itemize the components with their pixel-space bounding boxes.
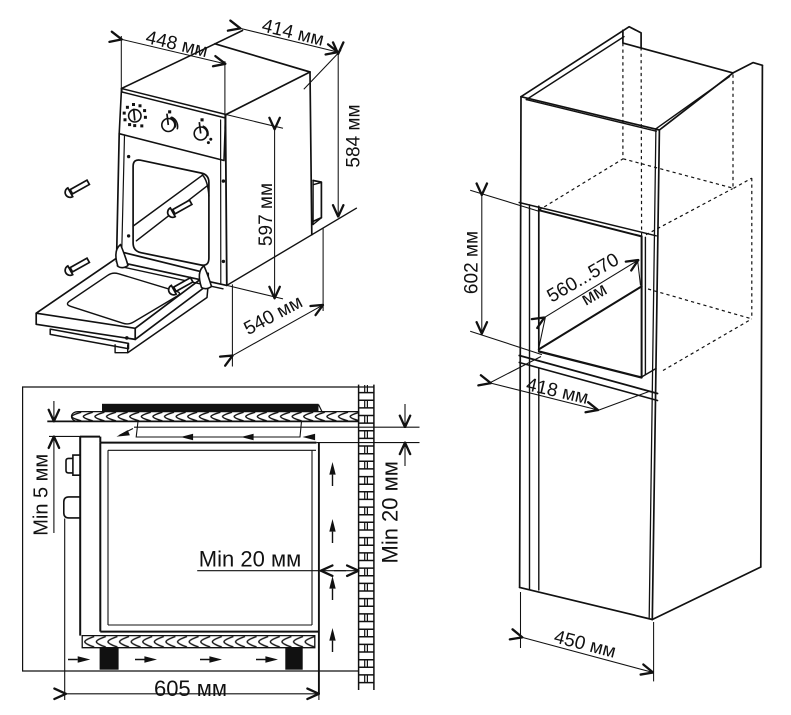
svg-text:Min 20 мм: Min 20 мм: [199, 547, 301, 572]
svg-text:597 мм: 597 мм: [256, 183, 277, 246]
svg-text:584 мм: 584 мм: [344, 104, 365, 167]
svg-text:605 мм: 605 мм: [154, 676, 227, 701]
svg-text:Min 20 мм: Min 20 мм: [378, 461, 403, 563]
svg-text:Min 5 мм: Min 5 мм: [30, 454, 52, 536]
svg-text:602 мм: 602 мм: [462, 231, 483, 294]
